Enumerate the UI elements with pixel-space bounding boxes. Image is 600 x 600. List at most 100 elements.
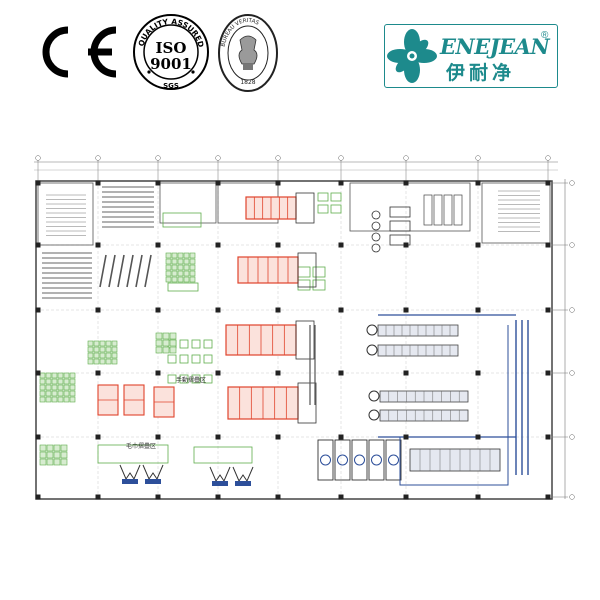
grid-bubble-right: [569, 494, 575, 500]
washroom-fixture: [371, 210, 381, 220]
sorting-tile: [171, 258, 178, 265]
sorting-tile: [169, 332, 177, 340]
sorting-tile: [60, 451, 68, 459]
iso-number-text: 9001: [150, 55, 192, 73]
sorting-tile: [63, 390, 70, 397]
towel-folder-base: [145, 479, 161, 484]
structural-column: [403, 494, 409, 500]
trolley-parking-line: [117, 254, 125, 288]
trolley-parking-line: [135, 254, 143, 288]
sorting-tile: [57, 378, 64, 385]
overhead-conveyor-vertical: [515, 320, 529, 475]
work-table: [167, 354, 177, 364]
sorting-tile: [39, 372, 46, 379]
structural-column: [35, 370, 41, 376]
structural-column: [475, 370, 481, 376]
sgs-badge-text: SGS: [163, 82, 179, 90]
sorting-tile: [87, 358, 94, 365]
sorting-tile: [69, 384, 76, 391]
bureau-year-text: 1828: [240, 79, 255, 86]
ironer-folder: [295, 320, 315, 360]
structural-column: [275, 180, 281, 186]
room-outline: [481, 182, 551, 244]
sorting-tile: [189, 276, 196, 283]
sorting-tile: [69, 378, 76, 385]
sorting-tile: [177, 264, 184, 271]
sorting-tile: [183, 276, 190, 283]
ironer-folder: [297, 252, 317, 288]
flower-logo-icon: [387, 29, 437, 83]
sorting-tile: [53, 444, 61, 452]
sorting-tile: [51, 384, 58, 391]
sorting-tile: [171, 264, 178, 271]
sorting-tile: [93, 352, 100, 359]
tunnel-press: [368, 390, 380, 402]
tunnel-washer: [366, 344, 459, 357]
plan-equipment: [39, 192, 529, 486]
sorting-tile: [39, 458, 47, 466]
sorting-tile: [165, 276, 172, 283]
sorting-tile: [69, 396, 76, 403]
structural-column: [545, 180, 551, 186]
tumble-dryer: [351, 439, 368, 481]
structural-column: [95, 307, 101, 313]
sorting-tile: [39, 451, 47, 459]
washroom-fixture: [371, 243, 381, 253]
sorting-tile: [189, 258, 196, 265]
sorting-tile: [183, 252, 190, 259]
sorting-tile: [46, 444, 54, 452]
structural-column: [475, 494, 481, 500]
sorting-tile: [183, 264, 190, 271]
structural-column: [95, 494, 101, 500]
sorting-tile: [99, 340, 106, 347]
grid-bubble-right: [569, 242, 575, 248]
structural-column: [545, 434, 551, 440]
work-table: [179, 374, 189, 384]
grid-bubble-top: [545, 155, 551, 161]
work-table: [312, 279, 326, 291]
sorting-tile: [45, 390, 52, 397]
structural-column: [155, 370, 161, 376]
registered-mark: ®: [541, 30, 549, 41]
grid-bubble-top: [95, 155, 101, 161]
sorting-tile: [51, 396, 58, 403]
tunnel-press: [366, 324, 378, 336]
sorting-tile: [162, 332, 170, 340]
ironer-folder: [295, 192, 315, 224]
tunnel-press: [368, 409, 380, 421]
structural-column: [155, 242, 161, 248]
iso-9001-seal: QUALITY ASSURED FIRM ISO 9001 SGS: [131, 12, 209, 90]
sorting-tile: [46, 458, 54, 466]
sorting-tile: [63, 372, 70, 379]
trolley-parking-line: [108, 254, 116, 288]
structural-column: [338, 494, 344, 500]
flatwork-ironer-line: [225, 320, 315, 360]
work-table: [330, 204, 342, 214]
sorting-tile: [165, 258, 172, 265]
sorting-tile: [155, 339, 163, 347]
sorting-tile: [183, 270, 190, 277]
grid-bubble-right: [569, 180, 575, 186]
grid-bubble-right: [569, 370, 575, 376]
sorting-tile: [60, 458, 68, 466]
tumble-dryer: [368, 439, 385, 481]
sorting-tile: [111, 352, 118, 359]
plan-grid: [34, 155, 575, 500]
sorting-tile: [105, 358, 112, 365]
structural-column: [215, 370, 221, 376]
work-table: [330, 192, 342, 202]
structural-column: [215, 307, 221, 313]
sorting-tile: [53, 458, 61, 466]
sorting-tile: [69, 390, 76, 397]
sorting-tile: [53, 451, 61, 459]
structural-column: [215, 180, 221, 186]
sorting-tile: [45, 378, 52, 385]
structural-column: [475, 242, 481, 248]
structural-column: [35, 307, 41, 313]
bureau-veritas-seal: BUREAU VERITAS 1828: [218, 14, 278, 92]
structural-column: [35, 242, 41, 248]
iso-center-text: ISO: [156, 39, 187, 57]
towel-folder: [142, 464, 164, 481]
work-table: [203, 354, 213, 364]
grid-bubble-top: [403, 155, 409, 161]
